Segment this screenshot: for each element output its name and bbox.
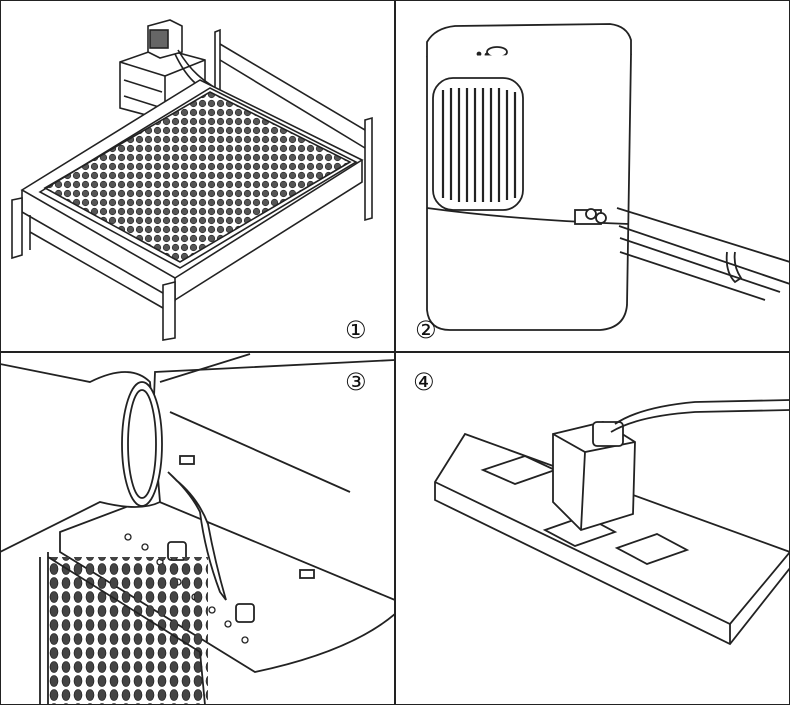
- step-4-panel: ④: [395, 352, 790, 705]
- step-1-label: ①: [345, 316, 367, 344]
- step-1-panel: ①: [0, 0, 395, 352]
- pouring-water-into-tank-icon: [0, 353, 395, 705]
- plug-into-power-strip-icon: [434, 399, 790, 646]
- step-3-label: ③: [345, 368, 367, 396]
- water-unit-with-hoses-icon: [426, 23, 790, 331]
- step-3-panel: ③: [0, 352, 395, 705]
- step-2-label: ②: [415, 316, 437, 344]
- step-2-panel: ②: [395, 0, 790, 352]
- horizontal-divider: [0, 351, 790, 353]
- bed-with-mat-and-unit-icon: [11, 19, 373, 341]
- step-4-label: ④: [413, 368, 435, 396]
